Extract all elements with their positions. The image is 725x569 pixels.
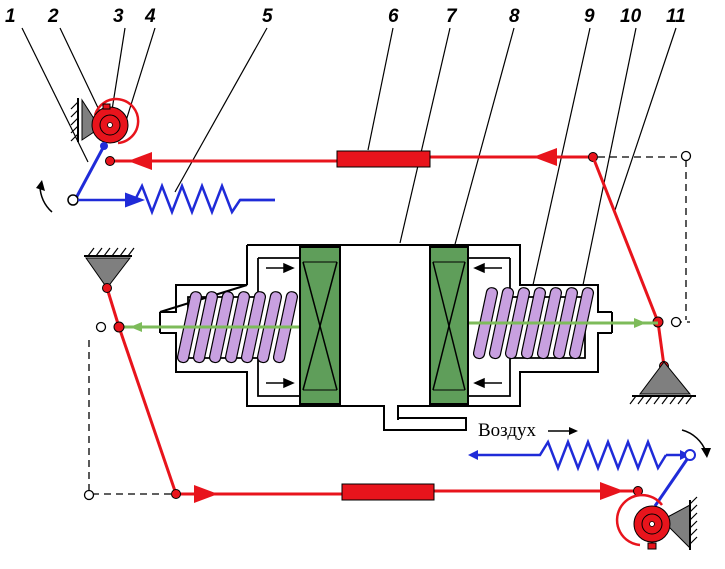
piston-right [429, 246, 469, 405]
label-8: 8 [509, 6, 520, 27]
piston-rods [120, 318, 658, 332]
air-arrow-icon [548, 427, 578, 435]
support-hatch-bottom-right-icon [661, 496, 698, 550]
lever-top-left [36, 142, 108, 213]
dashed-link-top-right [598, 156, 690, 323]
element-6-top [336, 150, 431, 168]
label-11: 11 [666, 6, 686, 27]
label-5: 5 [262, 6, 273, 27]
air-label: Воздух [478, 420, 537, 441]
dashed-link-bottom-left [88, 340, 172, 495]
flywheel-top-icon [91, 97, 140, 145]
bottom-rod [171, 482, 643, 503]
label-2: 2 [47, 6, 59, 27]
spring-bottom-icon [468, 438, 690, 472]
flywheel-bottom-icon [615, 493, 671, 550]
lever-right [591, 156, 669, 371]
label-1: 1 [5, 6, 16, 27]
inner-arrows [266, 262, 502, 389]
support-hatch-left-icon [84, 247, 135, 289]
label-7: 7 [446, 6, 458, 27]
central-chamber [339, 245, 431, 406]
piston-left [299, 246, 341, 405]
label-3: 3 [113, 6, 124, 27]
label-10: 10 [620, 6, 642, 27]
label-6: 6 [388, 6, 399, 27]
lever-left [102, 283, 178, 495]
lever-bottom-right [653, 429, 711, 507]
top-rod [105, 148, 598, 170]
part-numbers: 1 2 3 4 5 6 7 8 9 10 11 [5, 6, 686, 27]
support-hatch-right-icon [629, 361, 696, 405]
label-4: 4 [144, 6, 156, 27]
label-9: 9 [584, 6, 595, 27]
spring-top-icon [78, 182, 275, 216]
element-6-bottom [341, 483, 435, 501]
